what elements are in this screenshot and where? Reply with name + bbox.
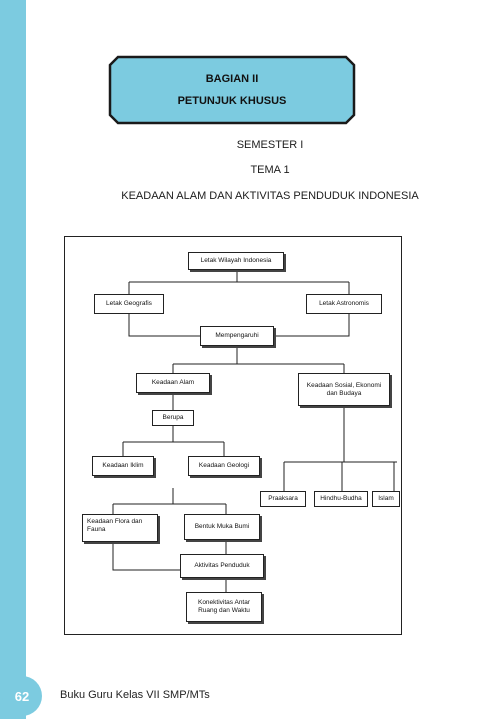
node-konektivitas: Konektivitas Antar Ruang dan Waktu (186, 592, 262, 622)
node-berupa: Berupa (152, 410, 194, 426)
node-bentuk-muka-bumi: Bentuk Muka Bumi (184, 514, 260, 540)
node-keadaan-geologi: Keadaan Geologi (188, 456, 260, 476)
node-flora-fauna: Keadaan Flora dan Fauna (82, 514, 158, 542)
node-keadaan-alam: Keadaan Alam (136, 373, 210, 393)
node-praaksara: Praaksara (260, 491, 306, 507)
banner-title-part: BAGIAN II (205, 73, 259, 85)
node-islam: Islam (372, 491, 400, 507)
concept-map-connectors (112, 270, 397, 592)
side-color-strip (0, 0, 26, 719)
node-mempengaruhi: Mempengaruhi (200, 326, 274, 346)
banner-shape (108, 55, 356, 125)
tema-heading: TEMA 1 (250, 164, 290, 176)
section-banner: BAGIAN II PETUNJUK KHUSUS (108, 55, 356, 125)
node-keadaan-iklim: Keadaan Iklim (92, 456, 154, 476)
node-aktivitas-penduduk: Aktivitas Penduduk (180, 554, 264, 578)
node-letak-astronomis: Letak Astronomis (306, 294, 382, 314)
node-hindhu-budha: Hindhu-Budha (314, 491, 368, 507)
semester-heading: SEMESTER I (236, 139, 304, 151)
theme-title: KEADAAN ALAM DAN AKTIVITAS PENDUDUK INDO… (121, 190, 419, 202)
page-number-badge: 62 (2, 676, 42, 716)
node-letak-geografis: Letak Geografis (94, 294, 164, 314)
banner-subtitle: PETUNJUK KHUSUS (177, 95, 287, 107)
concept-map-frame (64, 236, 402, 635)
node-letak-wilayah: Letak Wilayah Indonesia (188, 252, 284, 270)
node-keadaan-sosial: Keadaan Sosial, Ekonomi dan Budaya (298, 373, 390, 406)
footer-book-title: Buku Guru Kelas VII SMP/MTs (60, 689, 210, 701)
